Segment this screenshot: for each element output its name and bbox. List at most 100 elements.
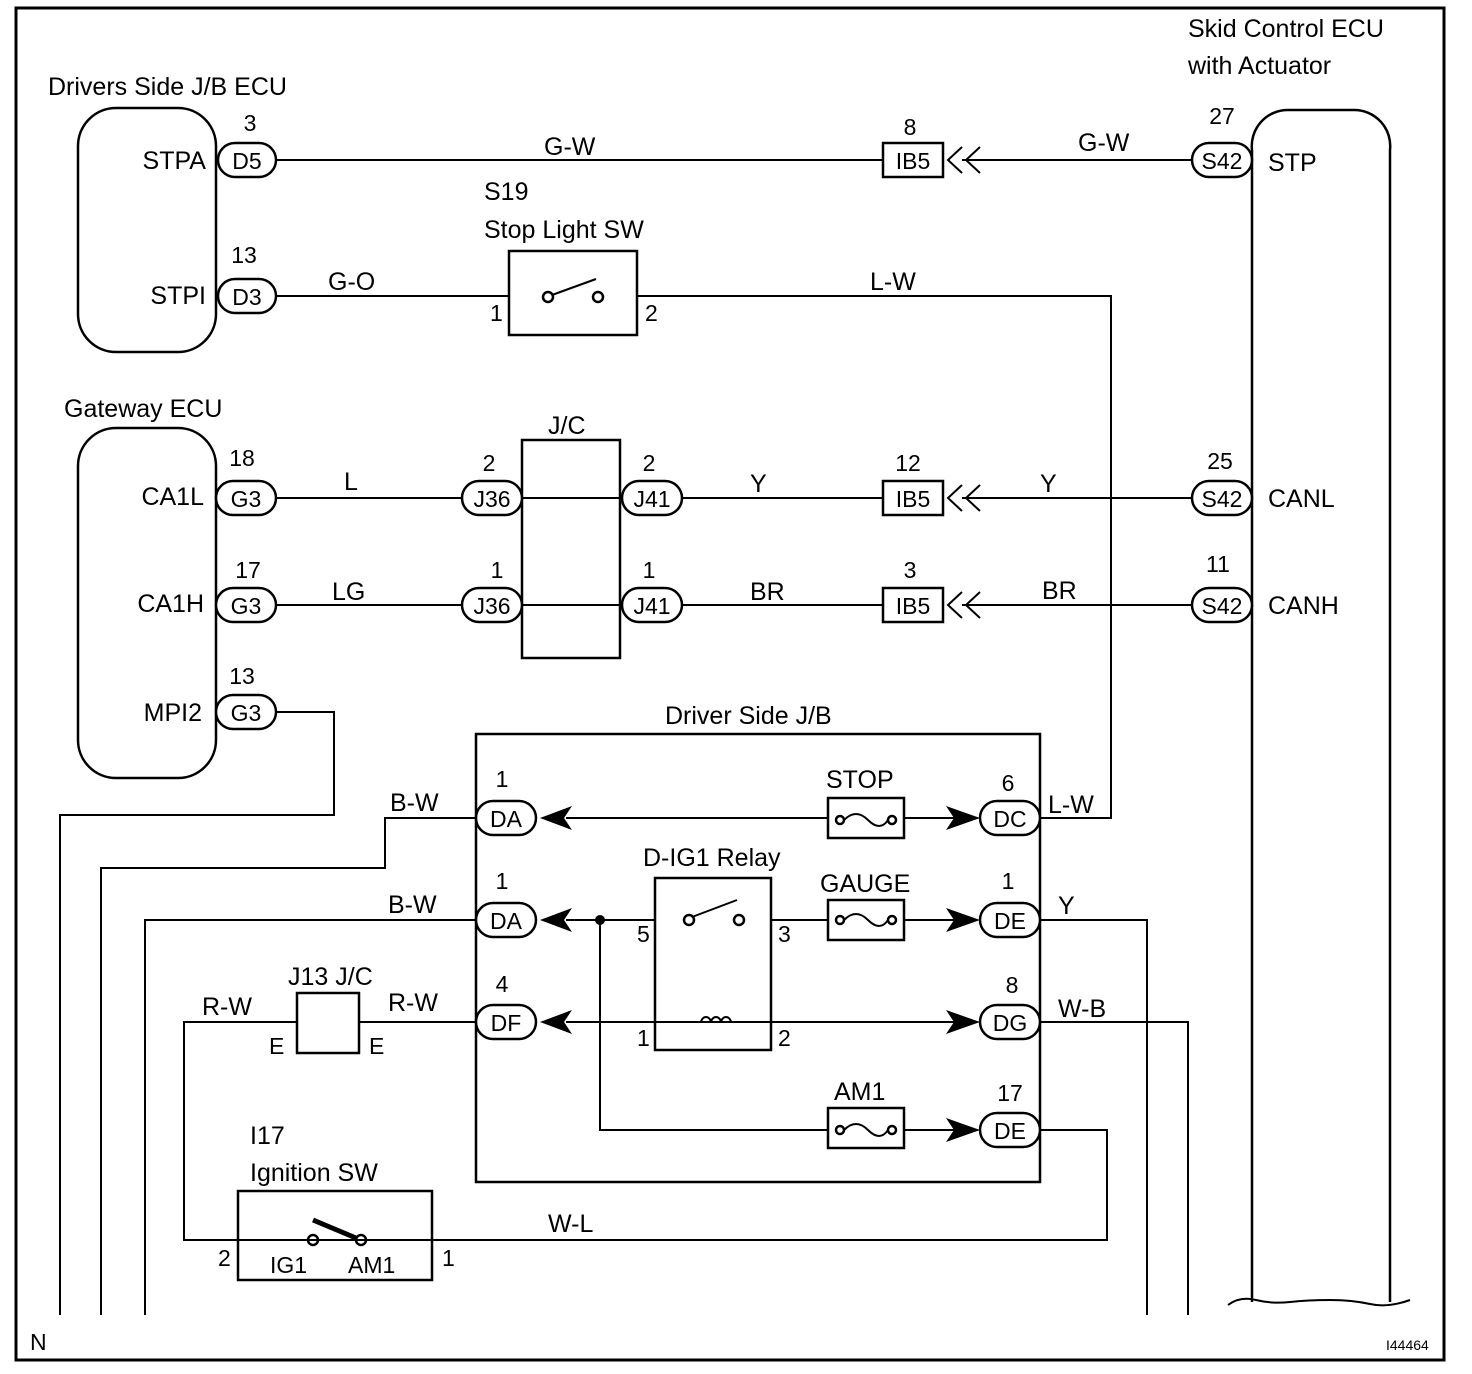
connector-da-relay-code: DA [490, 908, 523, 934]
connector-g3-ca1h-pin: 17 [235, 557, 261, 583]
connector-d5 [216, 141, 278, 179]
skid-ecu-break-mark [1227, 1297, 1411, 1307]
connector-df [474, 1003, 538, 1041]
wire-label-lg: LG [332, 578, 365, 606]
connector-g3-mpi2-code: G3 [231, 700, 262, 726]
jb-ecu: Drivers Side J/B ECU STPA STPI [48, 73, 287, 354]
diagram-frame [14, 6, 1446, 1362]
junction-connector-jc: J/C [520, 412, 622, 660]
gateway-ecu: Gateway ECU CA1L CA1H MPI2 [64, 395, 222, 780]
arrow-right-icon [946, 1118, 980, 1142]
connector-ib5-canh-code: IB5 [896, 593, 931, 619]
ca1l-pin-label: CA1L [141, 483, 204, 511]
connector-da-relay-pin: 1 [496, 868, 509, 894]
arrow-right-icon [946, 806, 980, 830]
fuse-am1-icon [843, 1123, 889, 1137]
stp-pin-label: STP [1268, 149, 1317, 177]
stop-sw-pin2: 2 [645, 300, 658, 326]
ign-sw-ig1: IG1 [270, 1252, 307, 1278]
connector-da-stop [474, 799, 538, 837]
stpa-pin-label: STPA [143, 147, 207, 175]
wire-label-bw-2: B-W [388, 891, 437, 919]
connector-j36-1-code: J36 [473, 593, 510, 619]
skid-control-ecu: Skid Control ECU with Actuator STP CANL … [1187, 15, 1411, 1307]
connector-s42-stp-pin: 27 [1209, 103, 1235, 129]
canh-pin-label: CANH [1268, 592, 1339, 620]
ignition-switch: I17 Ignition SW IG1 AM1 2 1 [218, 1122, 455, 1282]
wire-y-de [1040, 919, 1148, 1315]
connector-d3-code: D3 [232, 284, 261, 310]
wire-rw-wl-loop [183, 1021, 1108, 1241]
connector-g3-ca1h-code: G3 [231, 593, 262, 619]
relay-pin-5: 5 [637, 921, 650, 947]
connector-s42-canh-pin: 11 [1206, 551, 1230, 577]
wire-label-br-right: BR [1042, 577, 1077, 605]
fuse-gauge-label: GAUGE [820, 870, 910, 898]
ign-sw-pin1: 1 [442, 1245, 455, 1271]
connector-d3-pin: 13 [231, 242, 257, 268]
j13-name: J13 J/C [288, 963, 373, 991]
wire-label-br-mid: BR [750, 578, 785, 606]
footer-left-label: N [30, 1329, 47, 1355]
skid-ecu-body [1250, 108, 1392, 1302]
connector-de-am1 [978, 1111, 1042, 1149]
fuse-stop-icon [843, 813, 889, 827]
stop-sw-name: Stop Light SW [484, 216, 644, 244]
wire-label-y-right: Y [1040, 470, 1057, 498]
connector-da-stop-code: DA [490, 806, 523, 832]
connector-s42-canl-code: S42 [1202, 486, 1243, 512]
connector-ib5-stp-pin: 8 [904, 114, 917, 140]
connector-de-am1-pin: 17 [997, 1080, 1023, 1106]
connector-s42-canh [1190, 586, 1254, 624]
fuse-gauge-icon [843, 913, 889, 927]
connector-d5-pin: 3 [244, 110, 257, 136]
connector-j41-1-code: J41 [633, 593, 670, 619]
arrow-right-icon [946, 1010, 980, 1034]
wire-label-rw-right: R-W [388, 989, 438, 1017]
connector-j41-2 [620, 479, 684, 517]
connector-ib5-canl-pin: 12 [895, 450, 921, 476]
wire-wb [1040, 1021, 1189, 1315]
connector-dg-code: DG [993, 1010, 1028, 1036]
connector-ib5-canh-pin: 3 [904, 557, 917, 583]
chevron-left-icon [946, 591, 963, 619]
connector-s42-stp-code: S42 [1202, 148, 1243, 174]
connector-d5-code: D5 [232, 148, 261, 174]
arrow-left-icon [540, 806, 572, 830]
connectors: D5 3 D3 13 IB5 8 S42 27 G3 18 G3 17 G3 1… [214, 103, 1254, 1149]
chevron-left-icon [964, 591, 981, 619]
connector-dg [978, 1003, 1042, 1041]
stop-light-switch: S19 Stop Light SW 1 2 [484, 178, 658, 337]
wire-label-lw-dc: L-W [1048, 791, 1094, 819]
connector-g3-ca1l-code: G3 [231, 486, 262, 512]
connector-s42-stp [1190, 141, 1254, 179]
connector-g3-ca1h [214, 586, 278, 624]
arrow-markers [540, 146, 981, 1142]
wire-label-wb: W-B [1058, 995, 1106, 1023]
wire-lw [637, 295, 1112, 819]
wire-label-lw-top: L-W [870, 268, 916, 296]
connector-g3-mpi2-pin: 13 [229, 663, 255, 689]
skid-ecu-title-1: Skid Control ECU [1188, 15, 1384, 43]
connector-d3 [216, 277, 278, 315]
j13-junction: J13 J/C E E [269, 963, 384, 1059]
connector-de-gauge-pin: 1 [1002, 868, 1015, 894]
wire-mpi2 [59, 711, 335, 1315]
connector-ib5-canh [881, 586, 945, 624]
connector-ib5-canl [881, 479, 945, 517]
connector-de-am1-code: DE [994, 1118, 1026, 1144]
arrow-right-icon [946, 908, 980, 932]
ign-sw-code: I17 [250, 1122, 285, 1150]
connector-dg-pin: 8 [1006, 972, 1019, 998]
connector-j36-1-pin: 1 [491, 557, 504, 583]
connector-ib5-canl-code: IB5 [896, 486, 931, 512]
canl-pin-label: CANL [1268, 485, 1335, 513]
relay-pin-2: 2 [778, 1025, 791, 1051]
connector-dc [978, 799, 1042, 837]
jb-ecu-title: Drivers Side J/B ECU [48, 73, 287, 101]
fuse-stop-label: STOP [826, 766, 894, 794]
wire-label-y-de: Y [1058, 892, 1075, 920]
wire-label-bw-1: B-W [390, 789, 439, 817]
ign-sw-name: Ignition SW [250, 1159, 378, 1187]
wire-bw-2 [144, 919, 476, 1315]
